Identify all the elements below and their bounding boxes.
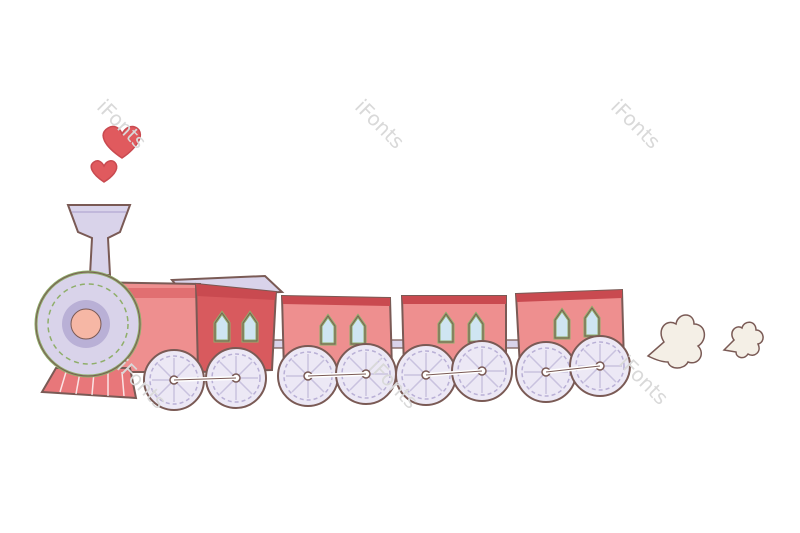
smoke-puff-large-icon [646,314,706,369]
heart-large-icon [102,125,141,159]
chimney [66,204,132,276]
passenger-car-2 [395,295,513,406]
passenger-car-3 [514,288,631,403]
boiler-face [34,270,142,378]
locomotive [34,270,285,411]
smoke-puff-small-icon [722,321,764,359]
heart-small-icon [90,160,118,183]
passenger-car-1 [277,294,397,407]
